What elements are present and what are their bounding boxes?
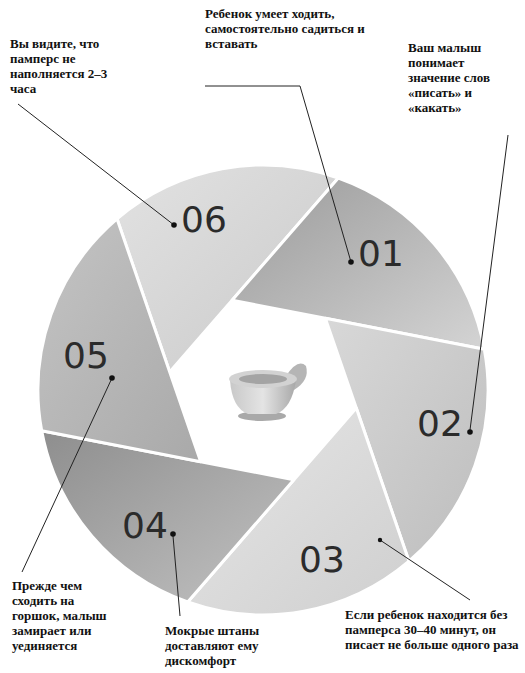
leader-line: [22, 378, 112, 572]
callout-text: Если ребенок находится без памперса 30–4…: [345, 607, 521, 652]
leader-line: [380, 540, 470, 600]
callout-text: Вы видите, что памперс не наполняется 2–…: [10, 36, 132, 96]
blade-outline: [38, 219, 201, 462]
callout-number: 02: [417, 406, 463, 442]
callout-text: Ваш малыш понимает значение слов «писать…: [408, 40, 520, 115]
callout-number: 01: [358, 236, 404, 272]
leader-line: [18, 104, 174, 225]
leader-dot: [109, 375, 115, 381]
leader-dot: [378, 538, 382, 542]
leader-dot: [170, 531, 176, 537]
potty-rim: [229, 370, 297, 388]
leader-line: [205, 86, 351, 262]
callout-number: 05: [63, 338, 109, 374]
leader-dot: [467, 429, 473, 435]
leader-line: [470, 135, 508, 430]
aperture-blade: 06: [36, 216, 203, 464]
potty-hole: [239, 374, 287, 384]
callout-text: Прежде чем сходить на горшок, малыш зами…: [12, 578, 124, 653]
callout-text: Мокрые штаны доставляют ему дискомфорт: [165, 623, 315, 668]
callout-text: Ребенок умеет ходить, самостоятельно сад…: [205, 6, 365, 51]
callout-number: 03: [299, 542, 345, 578]
callout-number: 04: [122, 508, 168, 544]
leader-dot: [171, 222, 177, 228]
leader-line: [173, 536, 180, 616]
leader-dot: [348, 259, 354, 265]
callout-number: 06: [181, 202, 227, 238]
blade-shape: [36, 216, 203, 464]
